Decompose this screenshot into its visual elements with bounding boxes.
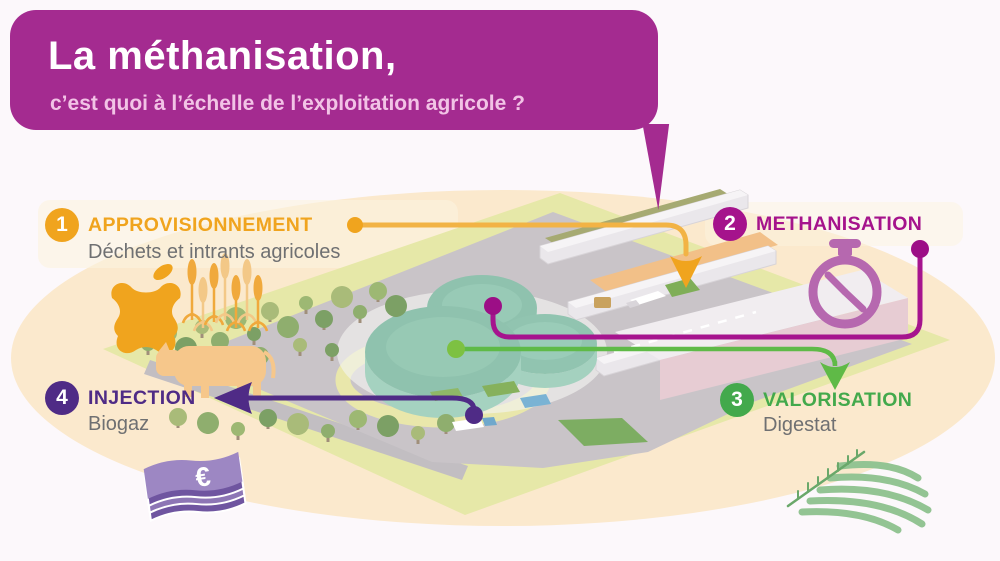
step-3-sublabel: Digestat — [763, 414, 837, 436]
pond — [558, 418, 648, 446]
flow-lines — [214, 217, 929, 424]
step-injection: 4 INJECTION — [45, 381, 196, 415]
step-1-badge: 1 — [45, 208, 79, 242]
flow-methanisation — [484, 240, 929, 340]
page-title: La méthanisation, — [48, 34, 397, 78]
step-4-label: INJECTION — [88, 386, 196, 409]
step-3-badge: 3 — [720, 383, 754, 417]
field-rows-icon — [786, 449, 932, 534]
step-2-label: METHANISATION — [756, 212, 923, 235]
step-1-label: APPROVISIONNEMENT — [88, 213, 313, 236]
step-4-badge: 4 — [45, 381, 79, 415]
header-banner: La méthanisation, c’est quoi à l’échelle… — [10, 10, 658, 130]
label-wash — [705, 202, 963, 246]
truck-unloading — [626, 278, 700, 308]
stopwatch-icon — [808, 239, 882, 329]
vehicles — [430, 278, 700, 431]
loader-vehicle — [594, 297, 611, 308]
road-markings — [613, 310, 757, 354]
green-truck — [482, 381, 520, 397]
digester-main — [365, 306, 521, 418]
step-methanisation: 2 METHANISATION — [713, 207, 922, 241]
step-2-badge: 2 — [713, 207, 747, 241]
banknotes-icon — [143, 451, 247, 523]
step-3-label: VALORISATION — [763, 388, 913, 411]
flow-valorisation — [447, 340, 850, 390]
apple-core-icon — [111, 264, 181, 354]
flow-approvisionnement — [347, 217, 702, 288]
step-1-sublabel: Déchets et intrants agricoles — [88, 241, 341, 263]
page-subtitle: c’est quoi à l’échelle de l’exploitation… — [50, 92, 525, 115]
wheat-icon — [181, 253, 269, 332]
euro-symbol: € — [193, 461, 213, 493]
cow-icon — [156, 342, 276, 398]
label-wash — [38, 200, 458, 268]
step-valorisation: 3 VALORISATION — [720, 383, 912, 417]
step-4-sublabel: Biogaz — [88, 413, 150, 435]
flow-injection — [214, 382, 483, 424]
blue-truck — [520, 394, 551, 408]
step-approvisionnement: 1 APPROVISIONNEMENT — [45, 208, 313, 242]
